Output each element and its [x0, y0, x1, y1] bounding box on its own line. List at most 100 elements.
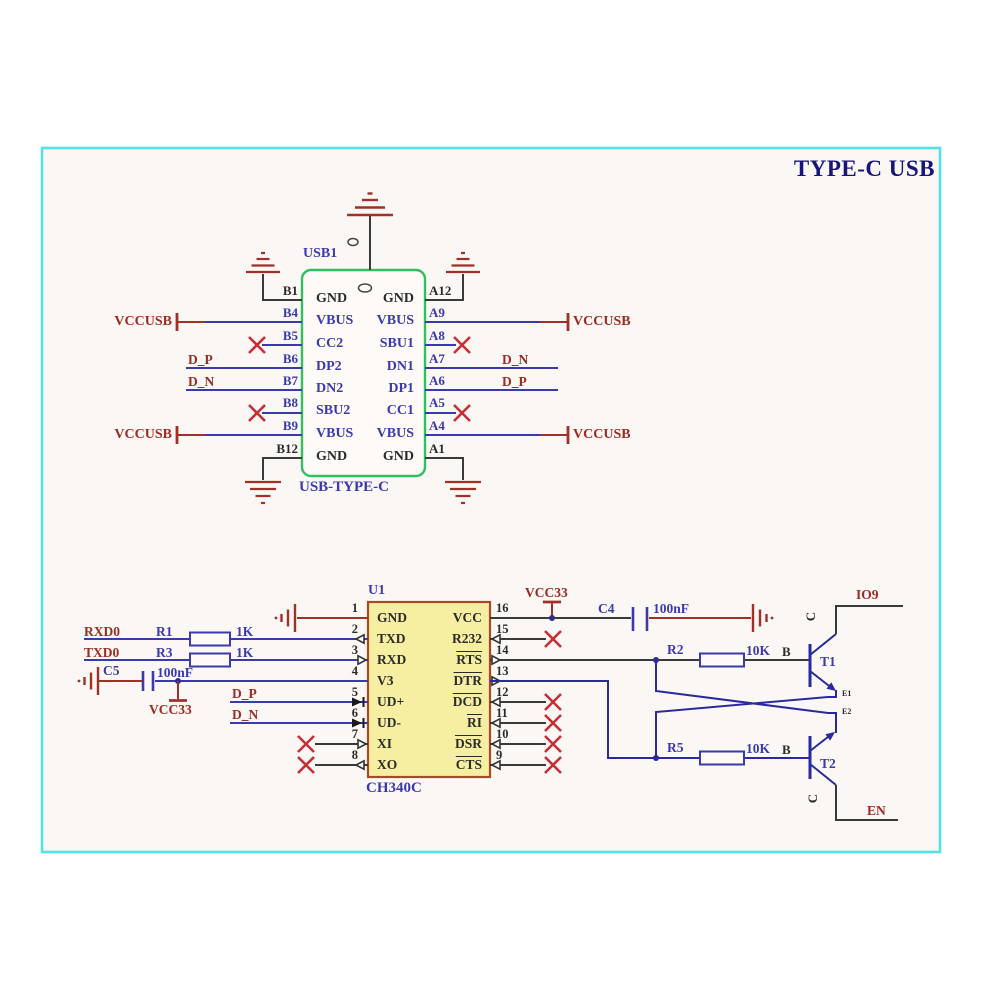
usb-pin-designator: B12 [276, 441, 298, 456]
no-connect-x [248, 336, 471, 422]
usb-signal: SBU1 [379, 336, 414, 351]
chip-pin-signal: V3 [377, 673, 394, 688]
usb-pin-designator: B7 [282, 373, 298, 388]
usb-pin-designator: A4 [429, 418, 445, 433]
chip-pin-signal: DSR [454, 736, 482, 751]
chip-pin-number: 1 [351, 601, 358, 615]
usb-signal: CC1 [386, 403, 414, 418]
ref-t2: T2 [820, 756, 836, 771]
usb-pin-designator: B6 [282, 351, 298, 366]
ref-r1: R1 [156, 624, 173, 639]
t2-collector-label: C [805, 793, 821, 804]
net-label-vcc33: VCC33 [525, 585, 568, 600]
ground-symbol [347, 192, 393, 270]
usb-pin-designator: A5 [429, 395, 445, 410]
transistor-t1 [808, 605, 903, 691]
net-label-vccusb: VCCUSB [114, 427, 172, 442]
usb-connector-symbol [300, 237, 427, 478]
usb-signal: SBU2 [316, 403, 351, 418]
chip-pin-number: 9 [496, 748, 503, 762]
ground-symbol [274, 604, 368, 632]
usb-signal: DN2 [316, 381, 344, 396]
page-title: TYPE-C USB [793, 156, 935, 181]
usb-signal: VBUS [316, 313, 354, 328]
net-label-en: EN [867, 803, 886, 818]
chip-pin-signal: R232 [452, 631, 482, 646]
usb-signal: DN1 [386, 359, 414, 374]
ch340-right-stubs [490, 638, 810, 766]
ref-r5: R5 [667, 740, 684, 755]
usb-pin-designator: B5 [282, 328, 298, 343]
usb-signal: VBUS [316, 426, 354, 441]
chip-pin-number: 10 [496, 727, 509, 741]
ref-r3: R3 [156, 645, 173, 660]
net-label-vccusb: VCCUSB [573, 427, 631, 442]
chip-pin-signal: GND [377, 610, 407, 625]
chip-pin-signal: DTR [453, 673, 482, 688]
ref-c4: C4 [598, 601, 615, 616]
net-label-dp: D_P [232, 686, 257, 701]
resistor-r3 [189, 652, 231, 668]
ground-symbol [246, 251, 302, 301]
ref-r2: R2 [667, 642, 684, 657]
no-connect-x [544, 630, 562, 774]
vcc-c4-network [490, 600, 774, 632]
chip-pin-number: 3 [351, 643, 358, 657]
net-label-vccusb: VCCUSB [573, 314, 631, 329]
pin-direction-arrows [490, 633, 502, 771]
usb-signal: GND [316, 291, 348, 306]
net-label-dp: D_P [188, 352, 213, 367]
chip-pin-signal: XO [377, 757, 398, 772]
usb-pin-designator: A12 [429, 283, 452, 298]
dtr-net [490, 680, 810, 759]
value-r5: 10K [746, 741, 771, 756]
no-connect-x [297, 735, 315, 774]
value-c5: 100nF [157, 665, 194, 680]
resistor-r5 [699, 750, 745, 766]
chip-pin-number: 7 [351, 727, 358, 741]
chip-pin-signal: DCD [452, 694, 482, 709]
ref-t1: T1 [820, 654, 836, 669]
net-label-dn: D_N [232, 707, 259, 722]
value-c4: 100nF [653, 601, 690, 616]
cap-c5-network [77, 667, 187, 702]
chip-pin-signal: RTS [456, 652, 482, 667]
value-r1: 1K [236, 624, 254, 639]
usb-signal: VBUS [376, 426, 414, 441]
usb-designator: USB1 [303, 246, 338, 261]
chip-pin-number: 5 [351, 685, 358, 699]
usb-pin-designator: A8 [429, 328, 445, 343]
usb-pin-designator: A9 [429, 305, 445, 320]
usb-pin-designator: B9 [282, 418, 298, 433]
transistor-t2 [808, 732, 898, 821]
resistor-r1 [189, 631, 231, 647]
chip-pin-number: 8 [351, 748, 358, 762]
chip-pin-number: 15 [496, 622, 509, 636]
chip-pin-signal: UD+ [377, 694, 405, 709]
net-label-dn: D_N [188, 374, 215, 389]
ground-symbol [245, 457, 302, 505]
usb-pin-designator: B8 [282, 395, 298, 410]
cross-coupling-wires [655, 660, 837, 758]
power-taps [175, 313, 570, 444]
net-label-io9: IO9 [856, 587, 879, 602]
chip-pin-number: 16 [496, 601, 509, 615]
chip-pin-signal: TXD [377, 631, 406, 646]
net-label-txd0: TXD0 [84, 645, 120, 660]
shell-pad-circle [357, 283, 373, 293]
usb-signal: DP2 [316, 359, 342, 374]
chip-pin-number: 11 [496, 706, 508, 720]
net-label-vccusb: VCCUSB [114, 314, 172, 329]
usb-pin-designator: A1 [429, 441, 445, 456]
ground-symbol [425, 457, 481, 505]
t2-emitter-label: E2 [842, 707, 852, 716]
t2-base-label: B [782, 742, 791, 757]
usb-signal: DP1 [388, 381, 414, 396]
chip-pin-number: 12 [496, 685, 509, 699]
ch340-body [366, 600, 492, 779]
net-label-vcc33: VCC33 [149, 702, 192, 717]
chip-pin-signal: RI [466, 715, 482, 730]
usb-footprint-label: USB-TYPE-C [299, 479, 390, 495]
chip-pin-number: 2 [351, 622, 358, 636]
